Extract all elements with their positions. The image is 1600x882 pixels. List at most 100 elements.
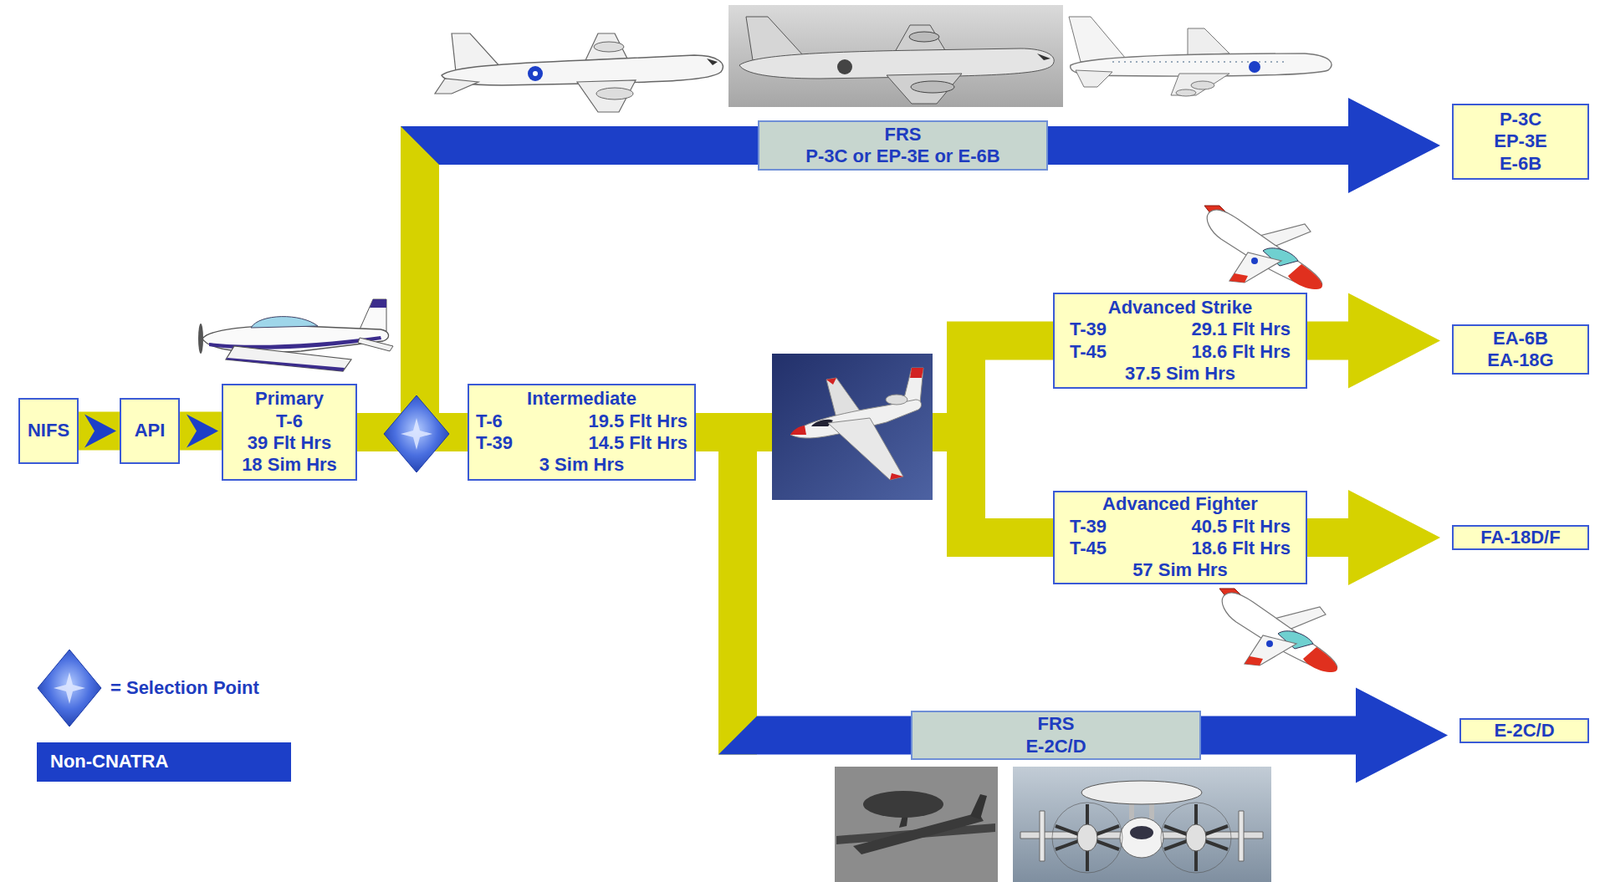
t39-photo xyxy=(909,368,924,379)
box-text: 40.5 Flt Hrs xyxy=(1191,516,1291,538)
flow-band xyxy=(1201,716,1356,756)
box-heading: API xyxy=(134,419,166,442)
arrow-head xyxy=(1355,688,1448,784)
t6-drawing xyxy=(357,337,394,352)
ep3e-photo xyxy=(910,81,955,93)
t6-drawing xyxy=(225,357,345,372)
stage-box: API xyxy=(119,398,180,465)
e2-photo xyxy=(1012,766,1272,882)
frs-box: FRSE-2C/D xyxy=(910,710,1202,761)
e2-photo xyxy=(1129,826,1154,840)
flow-connector xyxy=(1307,490,1441,586)
e2-photo xyxy=(1160,802,1232,874)
hours-grid: Advanced StrikeT-3929.1 Flt HrsT-4518.6 … xyxy=(1069,296,1291,386)
hours-grid: IntermediateT-6 19.5 Flt HrsT-39 14.5 Flt … xyxy=(475,388,688,477)
p3c-drawing xyxy=(577,80,636,113)
ep3e-photo xyxy=(728,5,1064,108)
t39-photo xyxy=(828,418,904,481)
ep3e-photo xyxy=(894,25,946,52)
legend-diamond xyxy=(53,672,86,705)
box-text: P-3C or EP-3E or E-6B xyxy=(805,145,1000,168)
legend-swatch: Non-CNATRA xyxy=(36,742,292,783)
e6b-drawing xyxy=(1187,28,1230,56)
phase-box: Advanced StrikeT-3929.1 Flt HrsT-4518.6 … xyxy=(1053,292,1308,389)
flow-connector xyxy=(1307,293,1441,389)
box-heading: E-2C/D xyxy=(1493,720,1554,742)
box-text: 19.5 Flt Hrs xyxy=(587,410,688,433)
flow-band xyxy=(179,412,222,451)
box-text: 14.5 Flt Hrs xyxy=(587,432,688,455)
box-text: 18.6 Flt Hrs xyxy=(1191,341,1291,363)
box-heading: Advanced Fighter xyxy=(1069,493,1291,516)
flow-band xyxy=(1047,126,1349,165)
box-heading: Advanced Strike xyxy=(1069,296,1291,319)
hours-grid: Advanced FighterT-3940.5 Flt HrsT-4518.6… xyxy=(1069,493,1291,583)
box-heading: Intermediate xyxy=(475,388,688,410)
box-text: 18 Sim Hrs xyxy=(241,454,338,476)
box-heading: FRS xyxy=(1037,713,1075,736)
t39-photo xyxy=(826,378,837,385)
p3c-drawing xyxy=(596,87,634,100)
t6-drawing xyxy=(198,323,204,354)
flow-band xyxy=(1307,518,1349,558)
e2-photo xyxy=(834,766,998,882)
t6-drawing xyxy=(198,299,394,372)
legend-diamond xyxy=(37,649,102,727)
ep3e-photo xyxy=(837,59,853,75)
e6b-drawing xyxy=(1112,61,1289,63)
t39-photo xyxy=(771,353,933,501)
box-heading: NIFS xyxy=(27,419,70,442)
e2-photo xyxy=(1012,766,1272,882)
chevron-head xyxy=(186,414,219,449)
ep3e-photo xyxy=(886,73,962,104)
e2-photo xyxy=(970,794,987,820)
flow-band xyxy=(400,126,758,165)
selection-diamond xyxy=(400,418,433,450)
flow-connector xyxy=(1047,97,1441,194)
arrow-head xyxy=(1348,97,1441,194)
aircraft-box: E-2C/D xyxy=(1459,718,1590,744)
ep3e-photo xyxy=(746,16,803,61)
e2-photo xyxy=(1081,781,1202,805)
e2-photo xyxy=(853,812,984,855)
t39-photo xyxy=(885,394,908,405)
e2-photo xyxy=(834,766,998,882)
e6b-drawing xyxy=(1170,73,1230,96)
box-text: T-39 xyxy=(1069,318,1107,341)
selection-diamond xyxy=(383,395,450,473)
phase-box: PrimaryT-639 Flt Hrs18 Sim Hrs xyxy=(221,383,358,481)
flow-band xyxy=(78,412,120,451)
t39-photo xyxy=(889,473,904,481)
flow-band xyxy=(718,716,911,756)
box-text: T-6 xyxy=(276,410,303,433)
legend-text: = Selection Point xyxy=(110,677,260,700)
box-heading: FRS xyxy=(884,123,922,146)
arrow-head xyxy=(1348,490,1441,586)
chevron-head xyxy=(84,414,117,449)
e2-photo xyxy=(1052,802,1123,874)
e6b-drawing xyxy=(1068,16,1126,62)
e2-photo xyxy=(1164,804,1228,872)
p3c-drawing xyxy=(527,66,543,82)
box-heading: EA-6B xyxy=(1492,327,1549,350)
box-text: EP-3E xyxy=(1493,130,1548,153)
box-heading: P-3C xyxy=(1499,108,1542,131)
box-text: 29.1 Flt Hrs xyxy=(1191,318,1291,341)
ep3e-photo xyxy=(1037,53,1051,61)
e2-photo xyxy=(1119,817,1164,859)
box-text: E-2C/D xyxy=(1025,736,1086,758)
e6b-drawing xyxy=(1191,81,1215,90)
flow-connector xyxy=(179,414,222,449)
aircraft-box: EA-6BEA-18G xyxy=(1451,324,1590,375)
box-text: 18.6 Flt Hrs xyxy=(1191,537,1291,560)
e2-photo xyxy=(1077,824,1098,852)
box-text: T-45 xyxy=(1069,537,1107,560)
frs-box: FRSP-3C or EP-3E or E-6B xyxy=(757,120,1048,171)
p3c-drawing xyxy=(593,41,624,52)
legend-text: Non-CNATRA xyxy=(50,751,169,773)
box-text: T-39 xyxy=(475,432,513,455)
flow-connector xyxy=(78,414,120,449)
box-text: EA-18G xyxy=(1487,349,1554,372)
box-text: T-6 xyxy=(475,410,513,433)
selection-diamond xyxy=(383,395,450,473)
